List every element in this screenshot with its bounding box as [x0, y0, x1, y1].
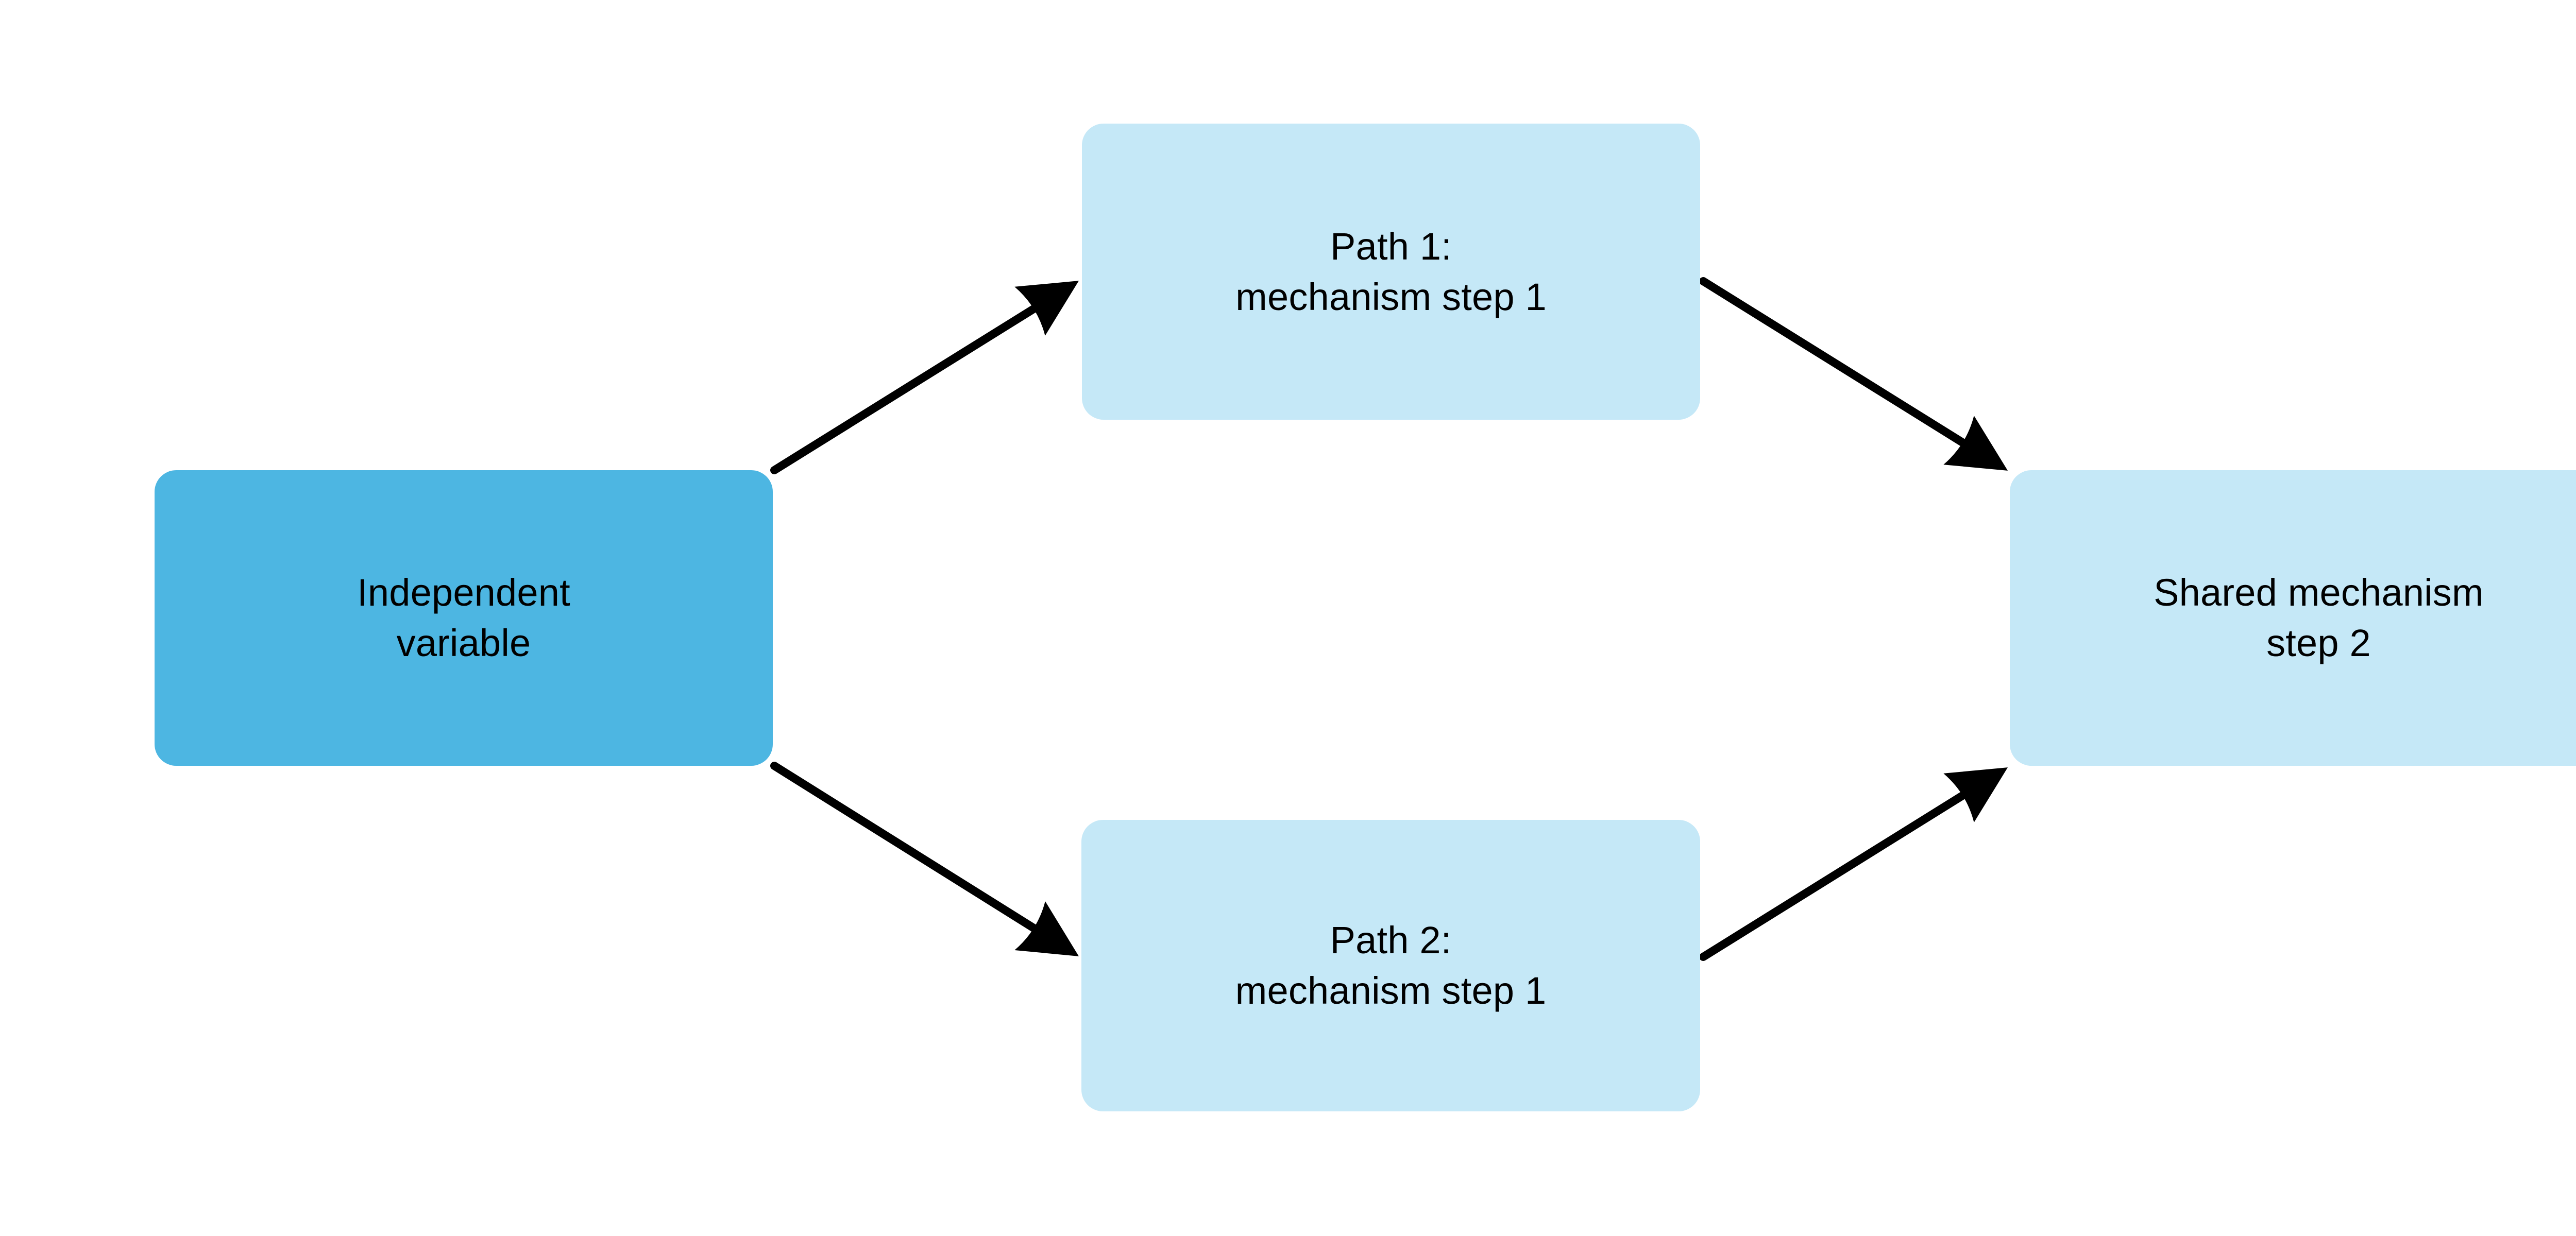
edge-independent-to-path1 — [770, 281, 1079, 474]
node-independent-variable[interactable]: Independent variable — [155, 470, 773, 766]
node-path2-mechanism-step1-label: Path 2: mechanism step 1 — [1235, 919, 1547, 1012]
edge-path1-to-shared — [1699, 277, 2008, 471]
edge-path2-to-shared — [1699, 767, 2008, 961]
node-independent-variable-label: Independent variable — [357, 571, 570, 664]
node-shared-mechanism-step2[interactable]: Shared mechanism step 2 — [2010, 470, 2576, 766]
node-path2-mechanism-step1[interactable]: Path 2: mechanism step 1 — [1081, 820, 1700, 1111]
edge-independent-to-path2 — [770, 762, 1079, 956]
node-path1-mechanism-step1[interactable]: Path 1: mechanism step 1 — [1082, 124, 1700, 420]
node-shared-mechanism-step2-label: Shared mechanism step 2 — [2154, 571, 2484, 664]
node-path1-mechanism-step1-label: Path 1: mechanism step 1 — [1235, 225, 1547, 318]
